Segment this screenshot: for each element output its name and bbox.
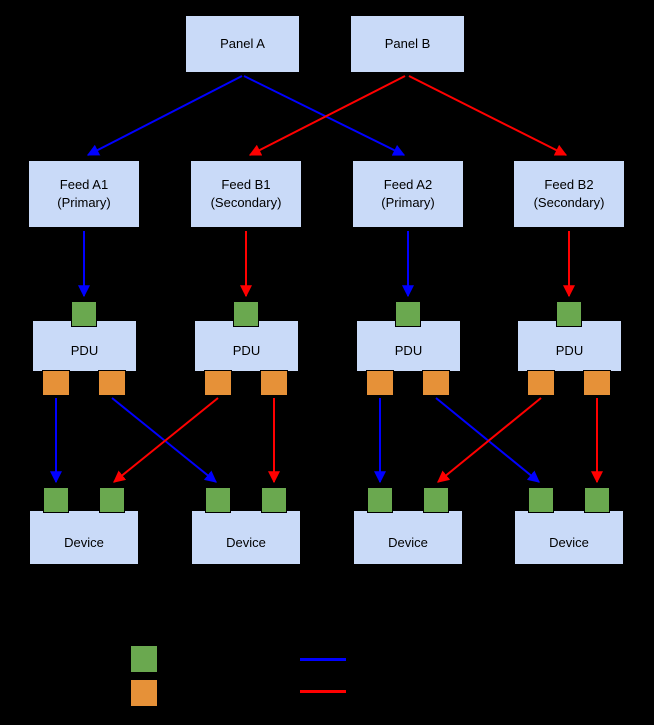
feed-a1-sublabel: (Primary) <box>57 195 111 210</box>
pdu-4-input-port <box>556 301 582 327</box>
pdu-2-output-port-right <box>260 370 288 396</box>
device-3-box: Device <box>353 510 463 565</box>
device-1-input-port-left <box>43 487 69 513</box>
feed-b1-sublabel: (Secondary) <box>210 195 282 210</box>
panel-b-label: Panel B <box>384 36 431 52</box>
device-4-input-port-left <box>528 487 554 513</box>
device-1-input-port-right <box>99 487 125 513</box>
device-4-box: Device <box>514 510 624 565</box>
arrow-panel-a-to-feed-a2 <box>243 75 406 156</box>
feed-a2-box: Feed A2 (Primary) <box>352 160 464 228</box>
device-3-input-port-right <box>423 487 449 513</box>
pdu-3-box: PDU <box>356 320 461 372</box>
feed-a1-box: Feed A1 (Primary) <box>28 160 140 228</box>
panel-a-label: Panel A <box>220 36 265 52</box>
pdu-1-input-port <box>71 301 97 327</box>
feed-a2-label: Feed A2 <box>383 177 433 193</box>
arrow-panel-b-to-feed-b1 <box>248 75 406 156</box>
pdu-2-box: PDU <box>194 320 299 372</box>
feed-b2-label: Feed B2 <box>544 177 594 193</box>
pdu-1-box: PDU <box>32 320 137 372</box>
arrow-pdu-2-to-device-1 <box>113 397 219 483</box>
feed-a1-label: Feed A1 <box>59 177 109 193</box>
panel-a-box: Panel A <box>185 15 300 73</box>
pdu-4-output-port-right <box>583 370 611 396</box>
feed-b2-box: Feed B2 (Secondary) <box>513 160 625 228</box>
arrow-panel-b-to-feed-b2 <box>408 75 568 156</box>
feed-b1-label: Feed B1 <box>221 177 271 193</box>
device-4-label: Device <box>549 534 589 550</box>
feed-b1-box: Feed B1 (Secondary) <box>190 160 302 228</box>
arrow-pdu-1-to-device-2 <box>111 397 217 483</box>
arrow-panel-a-to-feed-a1 <box>86 75 243 156</box>
device-3-input-port-left <box>367 487 393 513</box>
legend-blue-line-swatch <box>300 658 346 661</box>
device-4-input-port-right <box>584 487 610 513</box>
pdu-2-output-port-left <box>204 370 232 396</box>
pdu-3-label: PDU <box>394 343 423 359</box>
pdu-3-output-port-left <box>366 370 394 396</box>
device-3-label: Device <box>388 534 428 550</box>
device-2-input-port-right <box>261 487 287 513</box>
pdu-3-input-port <box>395 301 421 327</box>
device-2-input-port-left <box>205 487 231 513</box>
device-1-label: Device <box>64 534 104 550</box>
legend-red-line-swatch <box>300 690 346 693</box>
legend-orange-square-swatch <box>130 679 158 707</box>
pdu-4-label: PDU <box>555 343 584 359</box>
arrow-pdu-3-to-device-4 <box>435 397 540 483</box>
pdu-2-input-port <box>233 301 259 327</box>
pdu-1-output-port-right <box>98 370 126 396</box>
arrow-pdu-4-to-device-3 <box>437 397 542 483</box>
feed-a2-sublabel: (Primary) <box>381 195 435 210</box>
pdu-1-label: PDU <box>70 343 99 359</box>
pdu-4-output-port-left <box>527 370 555 396</box>
panel-b-box: Panel B <box>350 15 465 73</box>
pdu-2-label: PDU <box>232 343 261 359</box>
device-1-box: Device <box>29 510 139 565</box>
pdu-3-output-port-right <box>422 370 450 396</box>
device-2-box: Device <box>191 510 301 565</box>
pdu-4-box: PDU <box>517 320 622 372</box>
legend-green-square-swatch <box>130 645 158 673</box>
pdu-1-output-port-left <box>42 370 70 396</box>
device-2-label: Device <box>226 534 266 550</box>
feed-b2-sublabel: (Secondary) <box>533 195 605 210</box>
